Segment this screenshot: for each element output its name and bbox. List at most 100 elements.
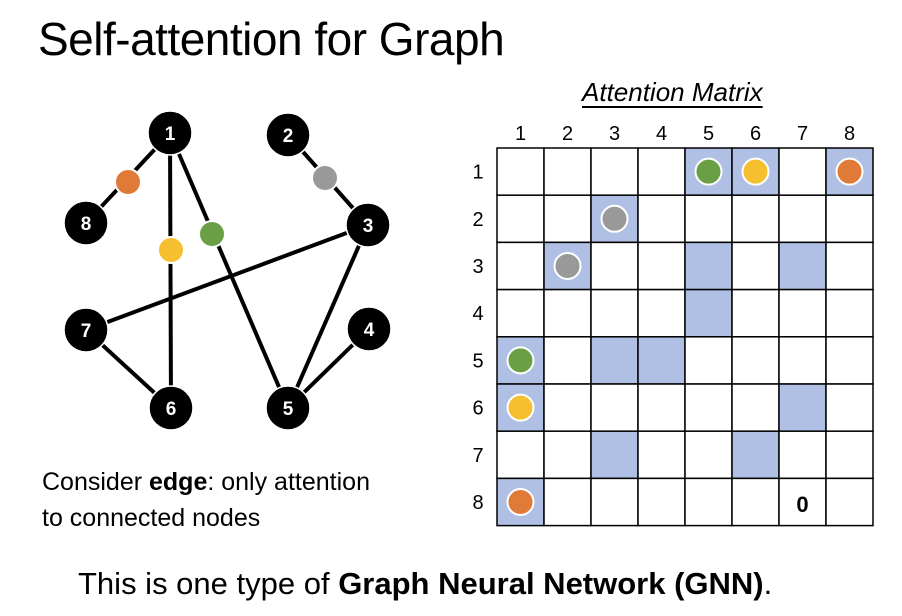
matrix-cell-2-7 [778,194,827,244]
graph-caption: Consider edge: only attention to connect… [42,464,370,536]
node-label: 7 [81,321,92,342]
matrix-cell-2-6 [731,194,780,244]
node-label: 6 [166,399,177,420]
matrix-cell-3-4 [637,241,686,291]
graph-node-7: 7 [63,307,109,353]
matrix-cell-6-7 [778,383,827,432]
matrix-column-label: 6 [750,123,761,145]
graph-node-8: 8 [63,200,109,246]
matrix-column-label: 2 [562,123,573,145]
matrix-cell-2-1 [496,194,545,244]
node-circle [345,202,391,248]
matrix-cell-8-5 [684,477,733,527]
graph-edge-1-5 [168,132,290,409]
matrix-cell-4-1 [496,288,545,338]
footer-statement: This is one type of Graph Neural Network… [78,566,772,602]
matrix-cell-8-6 [731,477,780,527]
matrix-cell-1-3 [590,147,639,196]
matrix-cell-7-2 [543,430,592,480]
matrix-cell-6-5 [684,383,733,432]
matrix-cell-5-3 [590,336,639,385]
matrix-column-label: 1 [515,123,526,145]
matrix-cell-4-5 [684,288,733,338]
graph-edge-3-5 [286,224,370,409]
matrix-marker-green [694,157,723,186]
matrix-row-label: 1 [472,162,483,184]
node-circle [346,306,392,352]
matrix-cell-6-8 [825,383,874,432]
node-circle [63,307,109,353]
caption-text-post: : only attention [207,468,370,496]
matrix-row-label: 5 [472,350,483,372]
matrix-marker-orange [835,157,864,186]
matrix-cell-2-5 [684,194,733,244]
matrix-cell-7-8 [825,430,874,480]
matrix-marker-gray [600,204,629,233]
graph-edge-3-7 [85,223,369,332]
matrix-cell-5-6 [731,336,780,385]
matrix-cell-8-4 [637,477,686,527]
caption-text-bold: edge [149,468,208,496]
graph-node-3: 3 [345,202,391,248]
matrix-cell-3-8 [825,241,874,291]
matrix-column-label: 3 [609,123,620,145]
attention-matrix-title: Attention Matrix [582,77,763,107]
matrix-cell-4-8 [825,288,874,338]
graph-edge-1-6 [168,132,173,409]
caption-text-line2: to connected nodes [42,504,261,532]
node-circle [147,110,193,156]
matrix-cell-1-2 [543,147,592,196]
matrix-cell-3-5 [684,241,733,291]
matrix-row-label: 7 [472,445,483,467]
caption-text-pre: Consider [42,468,149,496]
graph-node-6: 6 [148,385,194,431]
matrix-cell-6-2 [543,383,592,432]
matrix-cell-2-4 [637,194,686,244]
node-circle [265,385,311,431]
matrix-marker-yellow [741,157,770,186]
node-label: 8 [81,214,92,235]
matrix-row-label: 3 [472,256,483,278]
node-label: 4 [364,320,375,341]
node-label: 1 [165,124,176,145]
node-circle [63,200,109,246]
matrix-row-label: 4 [472,303,483,325]
matrix-marker-orange [506,488,535,516]
node-circle [148,385,194,431]
matrix-cell-3-7 [778,241,827,291]
matrix-cell-5-7 [778,336,827,385]
matrix-cell-6-4 [637,383,686,432]
graph-node-2: 2 [265,112,311,158]
matrix-marker-green [506,346,535,375]
matrix-cell-7-5 [684,430,733,480]
node-label: 5 [283,399,294,420]
matrix-cell-4-2 [543,288,592,338]
matrix-row-label: 8 [472,492,483,514]
footer-text-post: . [763,566,773,601]
matrix-marker-gray [553,252,582,280]
edge-marker-gray [311,164,339,192]
matrix-row-label: 6 [472,398,483,420]
matrix-cell-3-6 [731,241,780,291]
matrix-cell-5-2 [543,336,592,385]
matrix-cell-5-5 [684,336,733,385]
matrix-cell-3-3 [590,241,639,291]
matrix-cell-7-7 [778,430,827,480]
graph-node-1: 1 [147,110,193,156]
matrix-zero-label: 0 [796,492,808,517]
footer-text-bold: Graph Neural Network (GNN) [338,566,764,601]
matrix-cell-4-7 [778,288,827,338]
matrix-cell-7-3 [590,430,639,480]
matrix-cell-5-4 [637,336,686,385]
slide-title: Self-attention for Graph [38,13,505,65]
matrix-cell-4-6 [731,288,780,338]
matrix-column-label: 5 [703,123,714,145]
matrix-cell-6-3 [590,383,639,432]
edge-marker-yellow [157,236,185,264]
matrix-cell-4-4 [637,288,686,338]
footer-text-pre: This is one type of [78,566,339,601]
edge-marker-orange [114,168,142,196]
matrix-cell-2-8 [825,194,874,244]
matrix-column-label: 8 [844,123,855,145]
